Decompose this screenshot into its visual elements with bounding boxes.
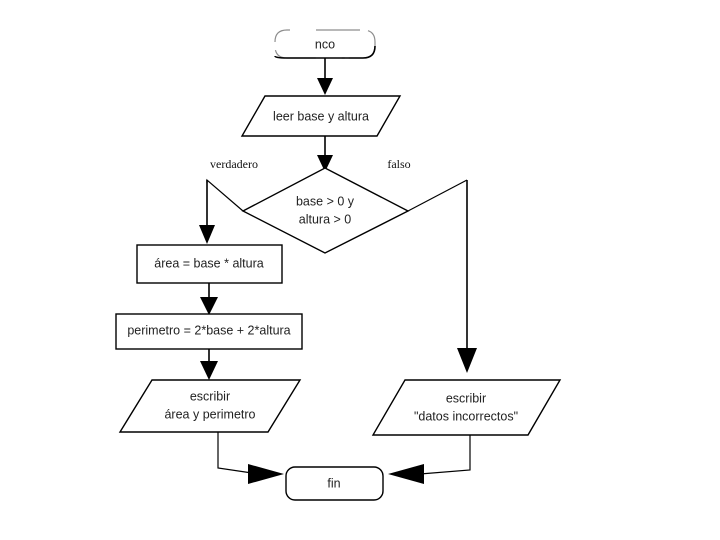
connector-perimeter-to-output xyxy=(200,349,218,380)
node-output-ok-line1: escribir xyxy=(190,389,230,403)
node-area: área = base * altura xyxy=(136,244,283,284)
node-output-error: escribir "datos incorrectos" xyxy=(371,379,562,436)
node-end: fin xyxy=(285,466,384,501)
node-output-ok-line2: área y perimetro xyxy=(164,407,255,421)
arrowhead-icon xyxy=(199,225,215,244)
node-output-ok: escribir área y perimetro xyxy=(118,379,302,433)
node-decision-line1: base > 0 y xyxy=(296,194,355,208)
connector-false-branch xyxy=(407,179,477,373)
node-input-label: leer base y altura xyxy=(273,109,369,123)
node-decision: base > 0 y altura > 0 xyxy=(241,167,410,254)
connector-true-branch xyxy=(199,178,244,244)
arrowhead-icon xyxy=(317,155,333,172)
node-output-error-line1: escribir xyxy=(446,391,486,405)
connector-start-to-input xyxy=(317,58,333,95)
arrowhead-icon xyxy=(200,361,218,380)
node-end-label: fin xyxy=(327,476,340,490)
node-input: leer base y altura xyxy=(240,95,402,137)
node-perimeter-label: perimetro = 2*base + 2*altura xyxy=(127,323,290,337)
connector-input-to-decision xyxy=(317,136,333,172)
node-start: nco xyxy=(274,29,376,59)
arrowhead-icon xyxy=(248,464,284,484)
connector-area-to-perimeter xyxy=(200,283,218,315)
node-decision-line2: altura > 0 xyxy=(299,212,352,226)
node-start-label: nco xyxy=(315,37,335,51)
arrowhead-icon xyxy=(388,464,424,484)
connector-output-ok-to-end xyxy=(217,432,284,484)
node-output-error-line2: "datos incorrectos" xyxy=(414,409,518,423)
node-area-label: área = base * altura xyxy=(154,256,263,270)
connector-output-error-to-end xyxy=(388,435,471,484)
arrowhead-icon xyxy=(200,297,218,315)
node-perimeter: perimetro = 2*base + 2*altura xyxy=(115,313,303,350)
arrowhead-icon xyxy=(457,348,477,373)
branch-label-true: verdadero xyxy=(210,157,258,171)
arrowhead-icon xyxy=(317,78,333,95)
branch-label-false: falso xyxy=(387,157,410,171)
